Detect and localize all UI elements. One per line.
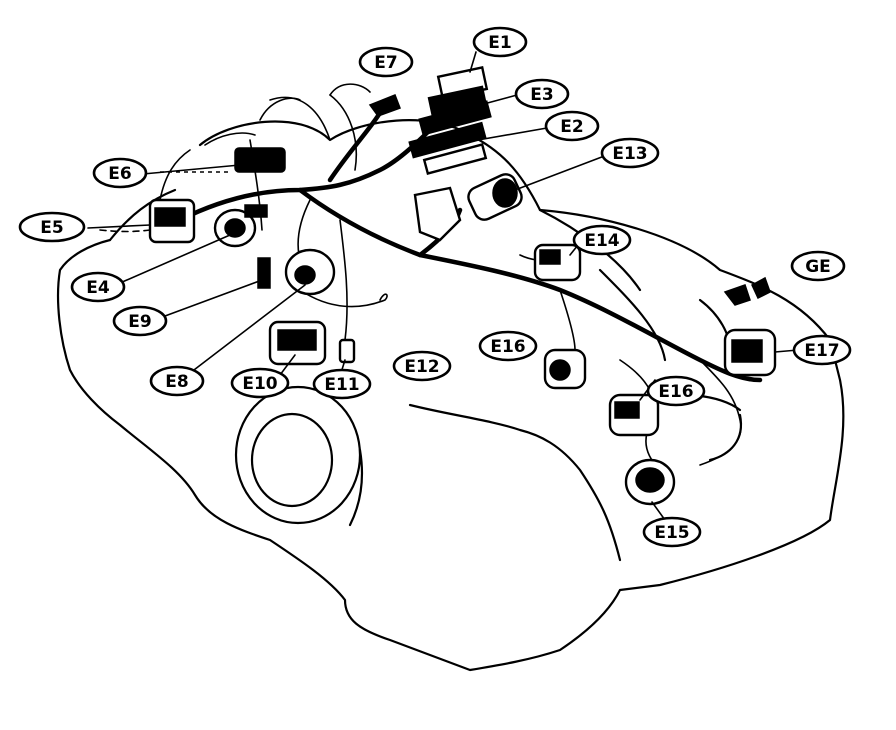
label-e11: E11 [312,368,372,400]
label-e3-text: E3 [530,85,553,105]
label-e1-text: E1 [488,33,511,53]
label-ge-text: GE [805,257,831,277]
label-e6-text: E6 [108,164,131,184]
label-e13-text: E13 [612,144,647,164]
label-e5-text: E5 [40,218,63,238]
connector-e3 [418,100,492,136]
connector-e9 [257,257,271,289]
label-e8: E8 [149,365,205,397]
label-e16-upper: E16 [478,330,538,362]
crank-pulley [234,385,362,525]
label-e3: E3 [514,78,570,110]
label-e7: E7 [358,46,414,78]
label-e16-lower: E16 [646,375,706,407]
connector-e7 [368,94,401,117]
label-e14: E14 [572,224,632,256]
junction-bracket [413,186,462,242]
label-e14-text: E14 [584,231,619,251]
label-e12-text: E12 [404,357,439,377]
label-e4: E4 [70,271,126,303]
connector-e11 [338,338,356,364]
label-e16-upper-text: E16 [490,337,525,357]
label-e2-text: E2 [560,117,583,137]
label-e9-text: E9 [128,312,151,332]
label-e16-lower-text: E16 [658,382,693,402]
label-e17: E17 [792,334,852,366]
label-e5: E5 [18,211,86,243]
label-e13: E13 [600,137,660,169]
label-e15: E15 [642,516,702,548]
label-e6: E6 [92,157,148,189]
label-e10: E10 [230,367,290,399]
label-e1: E1 [472,26,528,58]
label-e7-text: E7 [374,53,397,73]
label-e2: E2 [544,110,600,142]
connectors [148,66,777,506]
label-e8-text: E8 [165,372,188,392]
label-e17-text: E17 [804,341,839,361]
label-e4-text: E4 [86,278,110,298]
label-e15-text: E15 [654,523,689,543]
wiring-harness [99,94,763,471]
label-e12: E12 [392,350,452,382]
connector-e2 [408,121,487,159]
label-e9: E9 [112,305,168,337]
leader-lines [87,51,799,521]
label-ge: GE [790,250,846,282]
connector-e6 [234,147,286,173]
label-e10-text: E10 [242,374,277,394]
ground-terminal [723,284,751,306]
label-e11-text: E11 [324,375,359,395]
